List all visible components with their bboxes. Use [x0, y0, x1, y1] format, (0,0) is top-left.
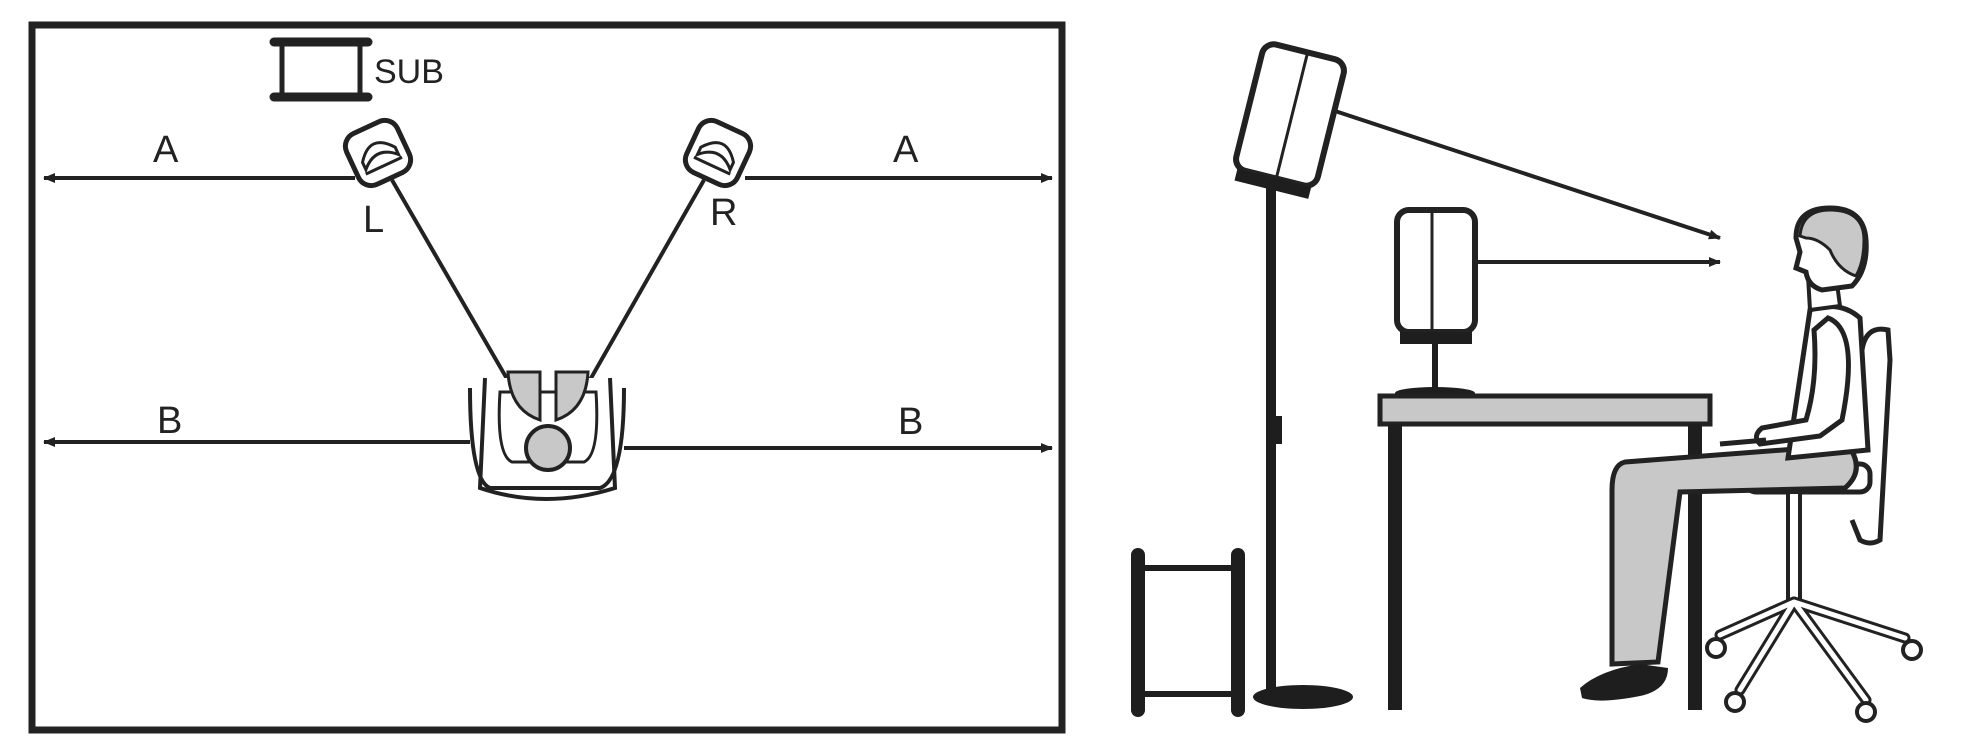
stand-speaker-aim-arrow: [1331, 108, 1721, 240]
floor-subwoofer-icon: [1131, 548, 1245, 717]
listener-top-view-icon: [468, 370, 626, 501]
left-speaker-label: L: [363, 199, 384, 241]
subwoofer-icon: [269, 37, 373, 102]
side-view-panel: [1131, 41, 1923, 723]
distance-a-left-label: A: [153, 129, 179, 171]
speaker-stand: [1253, 182, 1353, 709]
desk-speaker-icon: [1394, 207, 1478, 399]
distance-b-right-label: B: [898, 401, 923, 443]
monitor-speaker-icon: [682, 117, 754, 189]
seated-person-icon: [1580, 205, 1871, 701]
sub-label: SUB: [374, 53, 444, 91]
room-outline: [28, 21, 1066, 734]
stand-speaker-icon: [1233, 41, 1347, 199]
distance-b-left-label: B: [157, 400, 182, 442]
desk-icon: [1377, 393, 1713, 710]
top-view-panel: SUB A A L R B B: [28, 21, 1066, 734]
right-speaker-label: R: [710, 192, 737, 234]
monitor-speaker-icon: [342, 117, 414, 189]
distance-a-right-label: A: [893, 129, 919, 171]
